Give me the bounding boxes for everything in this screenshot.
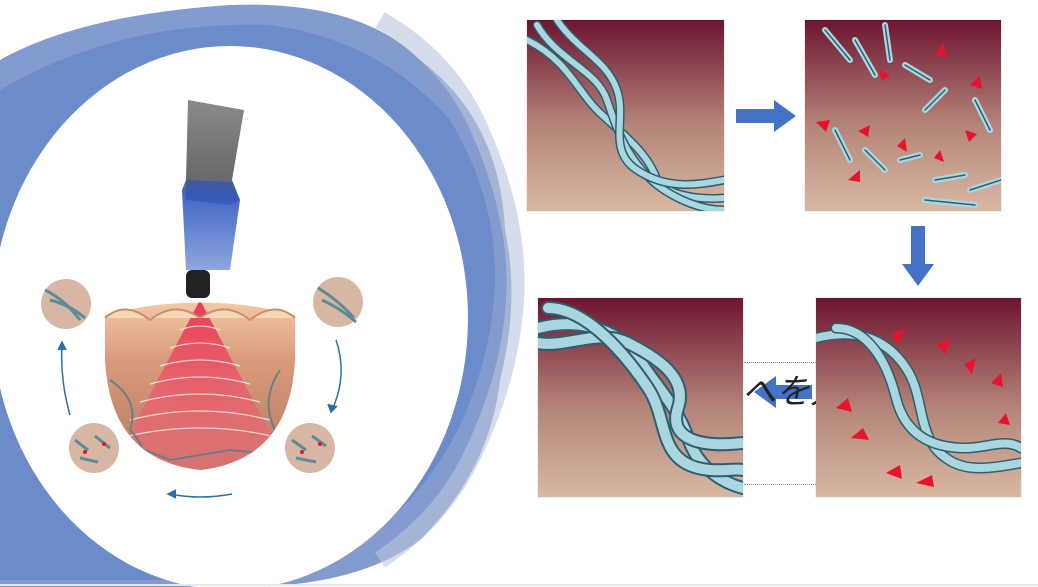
collagen-thumb-top-right bbox=[313, 277, 363, 327]
panel-renewed-collagen bbox=[538, 298, 743, 497]
cycle-arrow-icon bbox=[57, 339, 342, 499]
panel-broken-collagen bbox=[805, 20, 1001, 211]
collagen-thumb-top-left bbox=[41, 279, 91, 329]
panel-regenerating-collagen bbox=[816, 298, 1021, 497]
skin-cross-section bbox=[104, 302, 296, 470]
flow-arrow-right bbox=[736, 100, 796, 132]
partial-text: へを入 bbox=[742, 372, 816, 412]
panel-intact-collagen bbox=[527, 20, 724, 211]
slide-bottom-divider bbox=[0, 584, 1038, 586]
flow-arrow-down bbox=[902, 226, 934, 286]
collagen-thumb-bottom-left bbox=[69, 423, 119, 473]
collagen-thumb-bottom-right bbox=[285, 423, 335, 473]
ultrasound-probe-icon bbox=[182, 100, 244, 298]
flow-arrow-left bbox=[754, 376, 812, 408]
dotted-text-frame bbox=[744, 362, 816, 485]
